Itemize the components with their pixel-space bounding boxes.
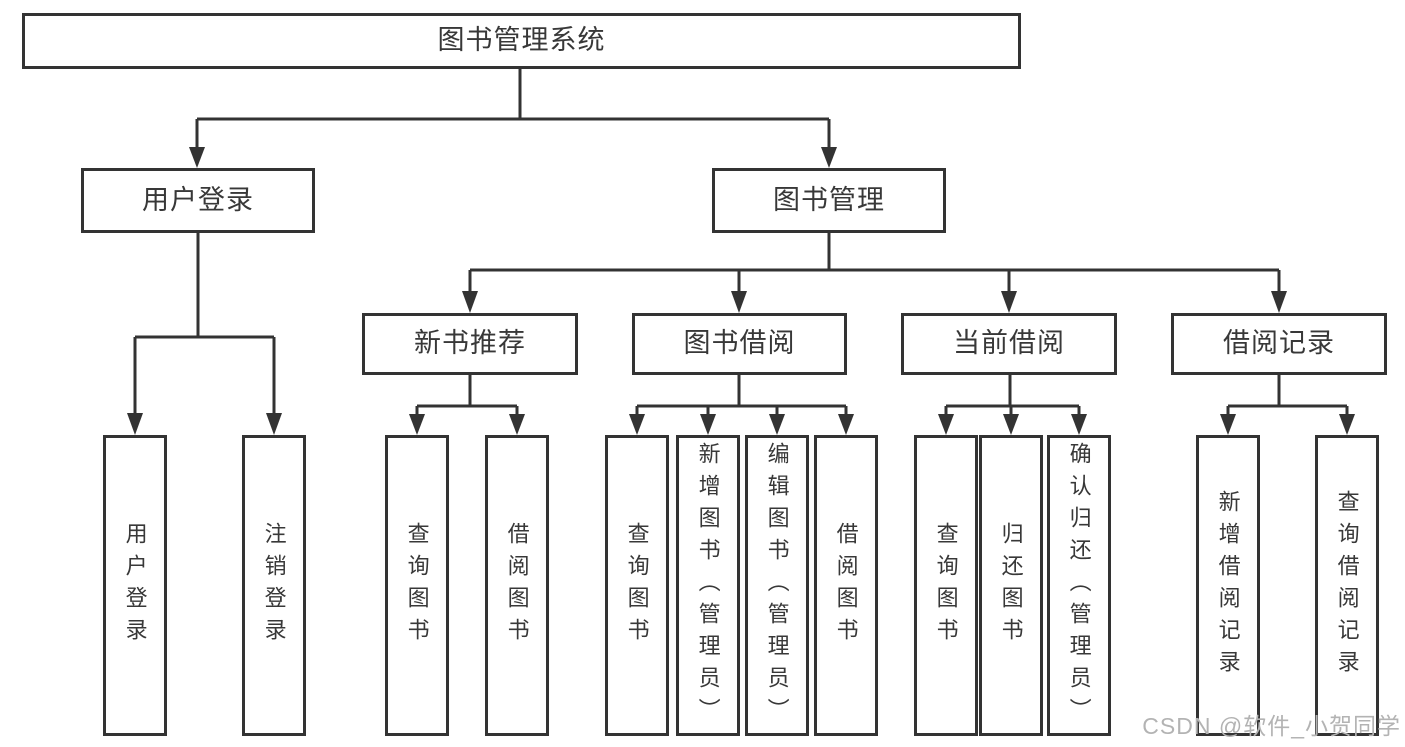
- leaf-borrow-books-1: 借阅图书: [485, 435, 549, 736]
- leaf-borrow-books-2: 借阅图书: [814, 435, 878, 736]
- leaf-query-borrow-record: 查询借阅记录: [1315, 435, 1379, 736]
- watermark: CSDN @软件_小贺同学: [1142, 713, 1401, 739]
- leaf-query-books-3: 查询图书: [914, 435, 978, 736]
- edge-current-borrow-children: [938, 375, 1087, 435]
- edge-user-login-children: [127, 233, 282, 435]
- edge-new-book-children: [409, 375, 525, 435]
- leaf-query-books-2: 查询图书: [605, 435, 669, 736]
- node-current-borrow: 当前借阅: [901, 313, 1117, 375]
- edge-borrow-records-children: [1220, 375, 1355, 435]
- leaf-logout: 注销登录: [242, 435, 306, 736]
- edge-book-borrow-children: [629, 375, 854, 435]
- node-user-login: 用户登录: [81, 168, 315, 233]
- edge-root-to-level2: [189, 66, 837, 168]
- node-new-book-recommend: 新书推荐: [362, 313, 578, 375]
- edge-book-mgmt-to-level3: [462, 233, 1287, 313]
- leaf-confirm-return-admin: 确认归还（管理员）: [1047, 435, 1111, 736]
- node-book-borrow: 图书借阅: [632, 313, 847, 375]
- leaf-query-books-1: 查询图书: [385, 435, 449, 736]
- leaf-return-books: 归还图书: [979, 435, 1043, 736]
- node-book-management: 图书管理: [712, 168, 946, 233]
- node-borrow-records: 借阅记录: [1171, 313, 1387, 375]
- leaf-add-books-admin: 新增图书（管理员）: [676, 435, 740, 736]
- node-root-library-system: 图书管理系统: [22, 13, 1021, 69]
- leaf-edit-books-admin: 编辑图书（管理员）: [745, 435, 809, 736]
- leaf-add-borrow-record: 新增借阅记录: [1196, 435, 1260, 736]
- leaf-user-login: 用户登录: [103, 435, 167, 736]
